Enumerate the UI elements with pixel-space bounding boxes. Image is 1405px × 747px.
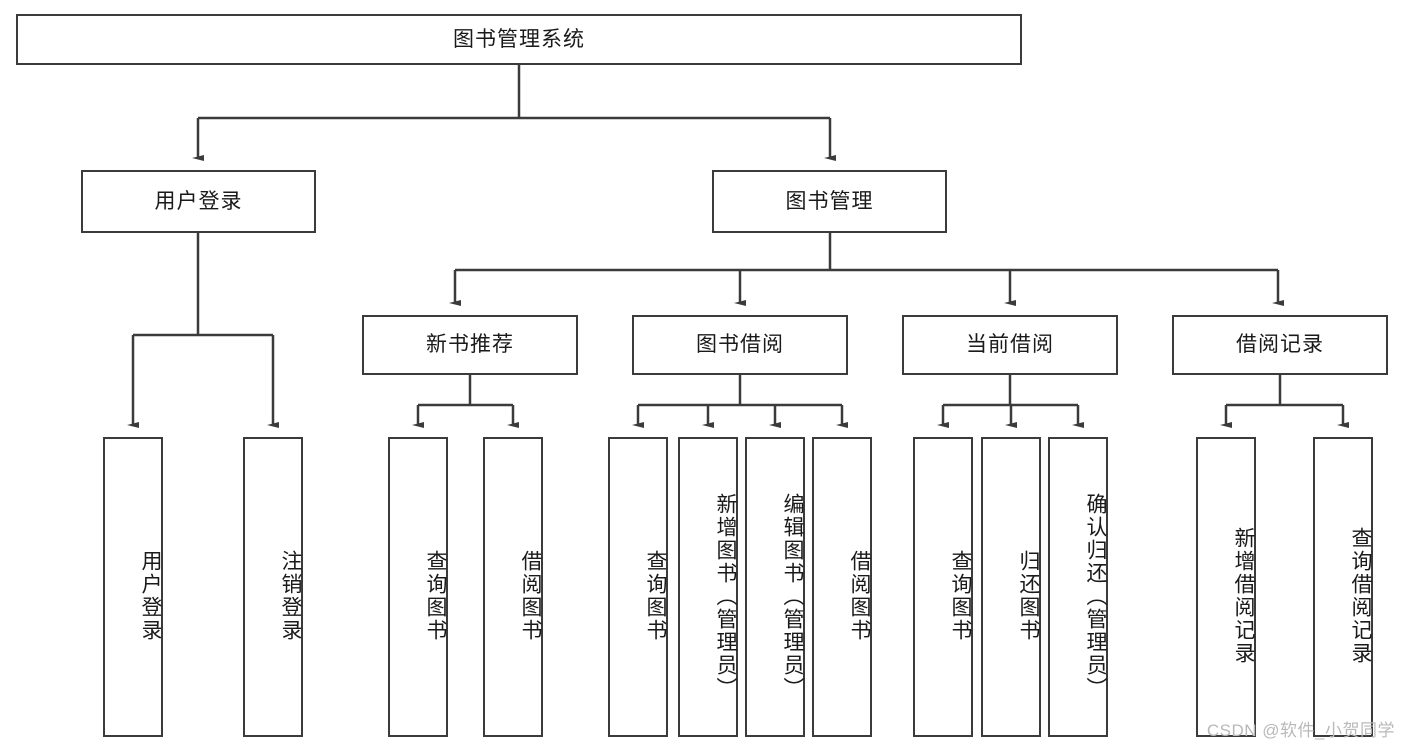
node-leaf-user-logout-label: 注销登录 xyxy=(279,550,302,642)
node-leaf-return-book[interactable]: 归还图书 xyxy=(981,437,1041,737)
node-leaf-add-book[interactable]: 新增图书（管理员） xyxy=(678,437,738,737)
node-leaf-query-book-cur-label: 查询图书 xyxy=(949,550,972,642)
node-user-login[interactable]: 用户登录 xyxy=(81,170,316,233)
node-leaf-add-record-label: 新增借阅记录 xyxy=(1232,527,1255,665)
node-user-login-label: 用户登录 xyxy=(154,189,243,213)
node-leaf-query-record[interactable]: 查询借阅记录 xyxy=(1313,437,1373,737)
node-leaf-borrow-book-bor-label: 借阅图书 xyxy=(848,550,871,642)
node-leaf-user-login[interactable]: 用户登录 xyxy=(103,437,163,737)
node-leaf-query-book-rec[interactable]: 查询图书 xyxy=(388,437,448,737)
node-leaf-query-book-rec-label: 查询图书 xyxy=(424,550,447,642)
node-leaf-confirm-return-label: 确认归还（管理员） xyxy=(1084,492,1107,700)
node-leaf-user-login-label: 用户登录 xyxy=(139,550,162,642)
node-new-book-rec[interactable]: 新书推荐 xyxy=(362,315,578,375)
node-root-label: 图书管理系统 xyxy=(453,27,585,51)
node-leaf-query-record-label: 查询借阅记录 xyxy=(1349,527,1372,665)
node-leaf-add-book-label: 新增图书（管理员） xyxy=(714,492,737,700)
node-book-borrow[interactable]: 图书借阅 xyxy=(632,315,848,375)
node-root[interactable]: 图书管理系统 xyxy=(16,14,1022,65)
node-current-borrow-label: 当前借阅 xyxy=(966,333,1054,357)
node-leaf-return-book-label: 归还图书 xyxy=(1017,550,1040,642)
node-leaf-query-book-bor-label: 查询图书 xyxy=(644,550,667,642)
node-book-manage[interactable]: 图书管理 xyxy=(712,170,947,233)
node-current-borrow[interactable]: 当前借阅 xyxy=(902,315,1118,375)
node-leaf-user-logout[interactable]: 注销登录 xyxy=(243,437,303,737)
node-leaf-edit-book[interactable]: 编辑图书（管理员） xyxy=(745,437,805,737)
node-leaf-query-book-cur[interactable]: 查询图书 xyxy=(913,437,973,737)
node-leaf-borrow-book-rec[interactable]: 借阅图书 xyxy=(483,437,543,737)
node-leaf-confirm-return[interactable]: 确认归还（管理员） xyxy=(1048,437,1108,737)
node-book-manage-label: 图书管理 xyxy=(785,189,874,213)
csdn-watermark: CSDN @软件_小贺同学 xyxy=(1206,721,1395,740)
node-borrow-record[interactable]: 借阅记录 xyxy=(1172,315,1388,375)
node-leaf-query-book-bor[interactable]: 查询图书 xyxy=(608,437,668,737)
node-leaf-edit-book-label: 编辑图书（管理员） xyxy=(781,492,804,700)
node-leaf-borrow-book-rec-label: 借阅图书 xyxy=(519,550,542,642)
node-borrow-record-label: 借阅记录 xyxy=(1236,333,1324,357)
node-leaf-borrow-book-bor[interactable]: 借阅图书 xyxy=(812,437,872,737)
node-new-book-rec-label: 新书推荐 xyxy=(426,333,514,357)
node-leaf-add-record[interactable]: 新增借阅记录 xyxy=(1196,437,1256,737)
node-book-borrow-label: 图书借阅 xyxy=(696,333,784,357)
